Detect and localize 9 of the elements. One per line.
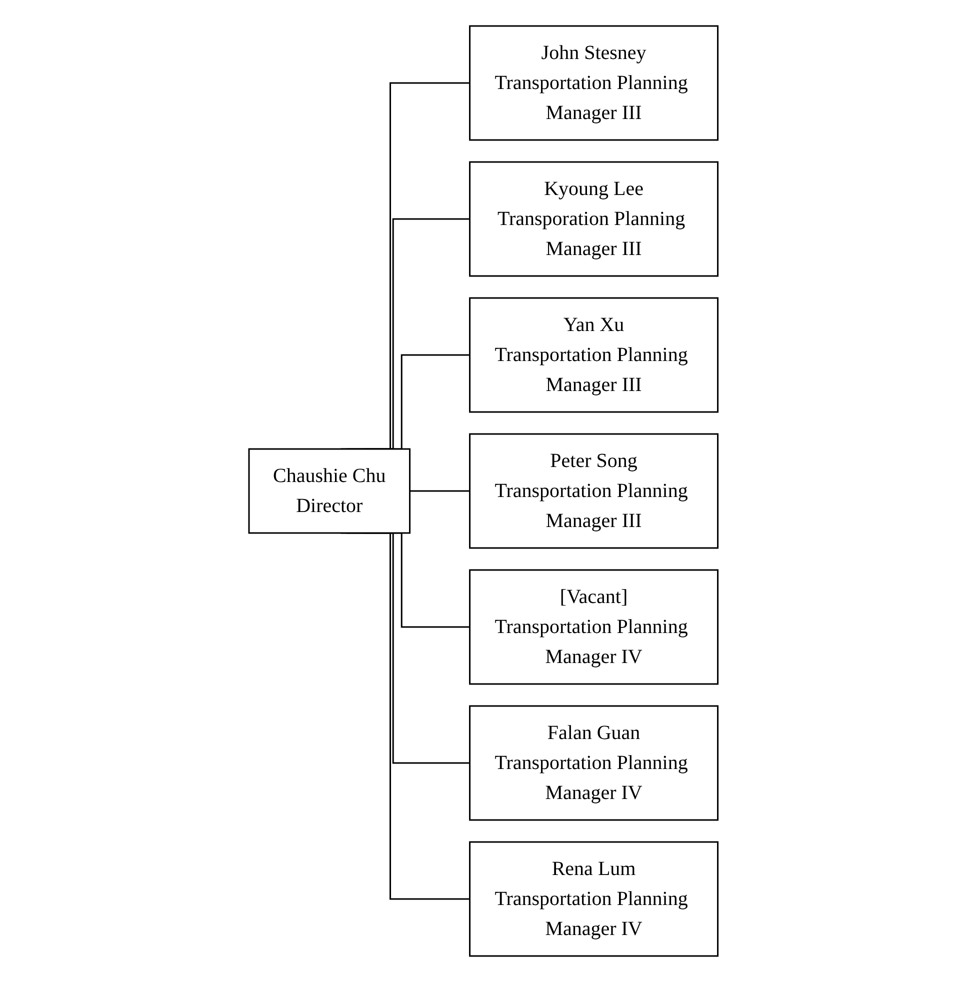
node-box: Yan Xu Transportation Planning Manager III <box>468 296 718 412</box>
node-box: Kyoung Lee Transporation Planning Manager III <box>468 160 718 276</box>
node-box: Falan Guan Transportation Planning Manager IV <box>468 704 718 820</box>
node-box: John Stesney Transportation Planning Manager III <box>468 24 718 140</box>
node-box: Peter Song Transportation Planning Manager III <box>468 432 718 548</box>
node-box: Rena Lum Transportation Planning Manager IV <box>468 840 718 956</box>
connector <box>409 490 470 492</box>
node-box: Chaushie Chu Director <box>248 448 410 534</box>
node-box: [Vacant] Transportation Planning Manager IV <box>468 568 718 684</box>
